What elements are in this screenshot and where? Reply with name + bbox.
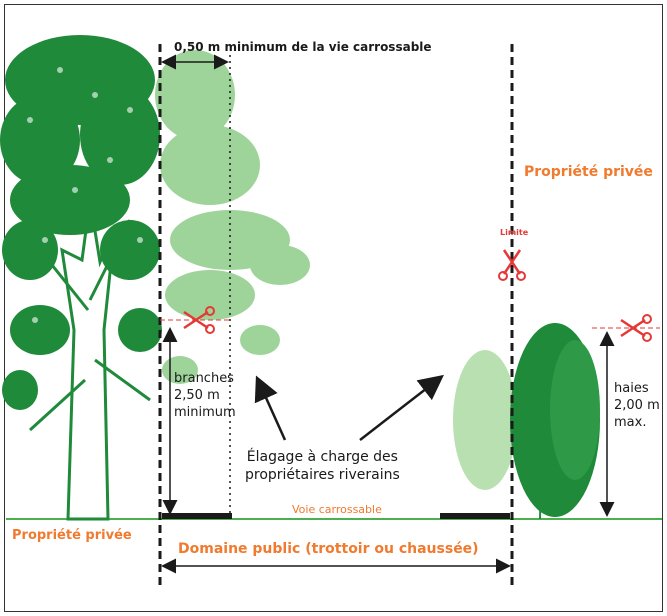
hedge (453, 323, 600, 520)
scissors-icon (620, 314, 652, 342)
clearance-label: 0,50 m minimum de la vie carrossable (174, 40, 432, 54)
overhanging-branches (155, 50, 310, 384)
hedges-line-1: haies (614, 381, 649, 396)
hedges-label: haies 2,00 m max. (614, 380, 660, 431)
pruning-line-1: Élagage à charge des (246, 449, 398, 465)
limit-label: Limite (500, 228, 529, 237)
hedges-line-3: max. (614, 415, 647, 430)
branches-label: branches 2,50 m minimum (174, 370, 236, 421)
left-tree (0, 35, 162, 521)
private-property-right-label: Propriété privée (524, 164, 653, 180)
public-domain-label: Domaine public (trottoir ou chaussée) (178, 541, 479, 557)
pruning-line-2: propriétaires riverains (245, 467, 400, 483)
pruning-label: Élagage à charge des propriétaires river… (245, 448, 400, 484)
branches-line-1: branches (174, 371, 234, 386)
branches-line-3: minimum (174, 405, 236, 420)
scissors-icon (183, 306, 215, 334)
private-property-left-label: Propriété privée (12, 528, 132, 543)
roadway-label: Voie carrossable (292, 503, 382, 516)
hedges-line-2: 2,00 m (614, 398, 660, 413)
branches-line-2: 2,50 m (174, 388, 220, 403)
arrow-icon (254, 375, 287, 441)
scissors-icon (498, 249, 526, 281)
